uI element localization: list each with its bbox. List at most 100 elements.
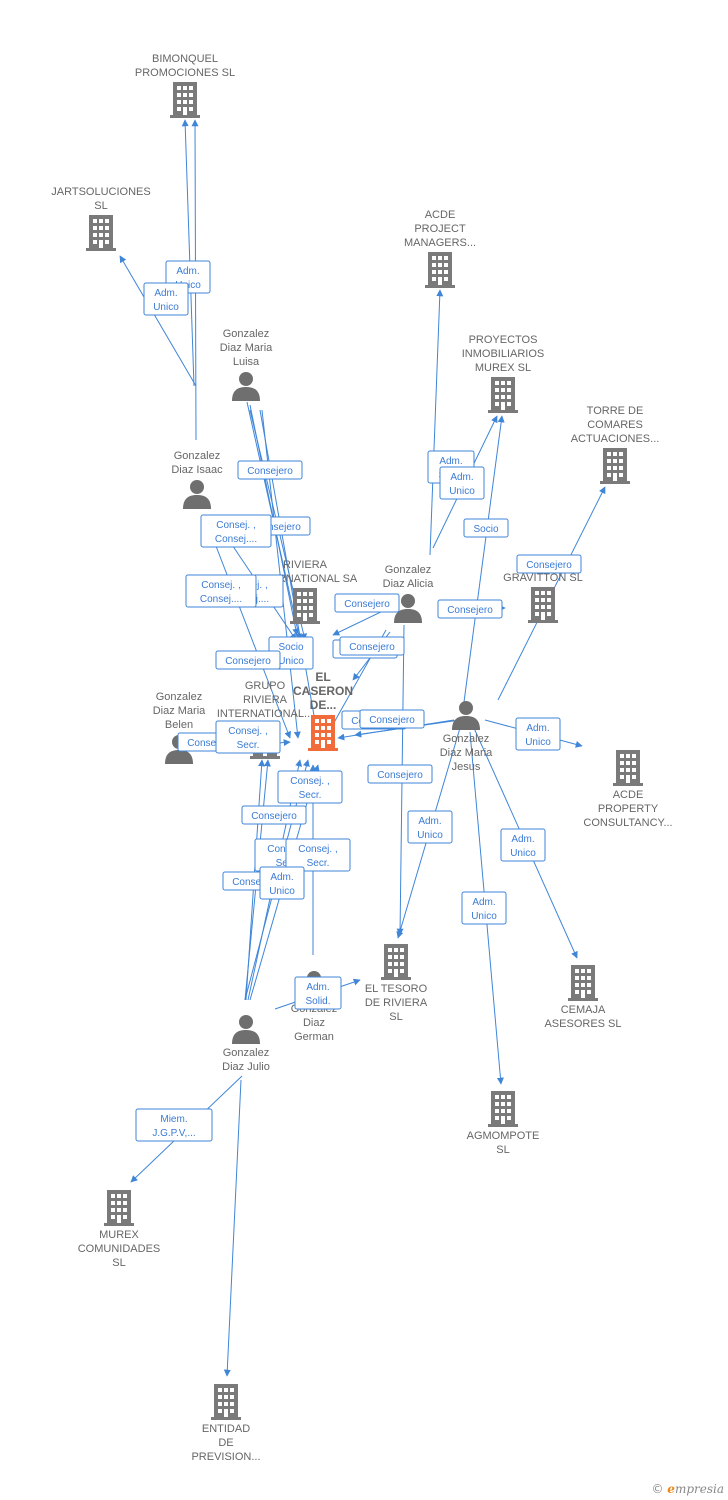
- node-label: PROJECT: [414, 223, 466, 235]
- relation-label-box: [285, 838, 351, 872]
- focus-company-node[interactable]: ELCASERONDE...: [293, 670, 353, 751]
- relation-label-text: Socio: [278, 642, 303, 653]
- relation-label[interactable]: Adm.Solid.: [294, 976, 342, 1010]
- relation-label[interactable]: Adm.Unico: [407, 810, 453, 844]
- relation-label-text: Consej. ,: [298, 844, 337, 855]
- relation-label-text: Consejero: [344, 599, 390, 610]
- relation-label[interactable]: Adm. Unico: [461, 891, 507, 925]
- relation-label[interactable]: Adm.Unico: [515, 717, 561, 751]
- relation-label-text: Solid.: [305, 996, 330, 1007]
- company-node[interactable]: ENTIDADDEPREVISION...: [191, 1384, 261, 1463]
- relation-label-box: [359, 709, 425, 729]
- relation-label[interactable]: Consejero: [339, 636, 405, 656]
- relation-label[interactable]: Consejero: [215, 650, 281, 670]
- relation-label[interactable]: Consejero: [437, 599, 503, 619]
- relation-labels-layer: Adm.UnicoAdm.UnicoConsejeroConsejeroCons…: [135, 260, 582, 1142]
- relation-label[interactable]: Consejero: [367, 764, 433, 784]
- node-label: INMOBILIARIOS: [462, 348, 545, 360]
- node-label: EL TESORO: [365, 983, 428, 995]
- node-label: EL: [315, 670, 330, 684]
- node-label: COMARES: [587, 419, 643, 431]
- relation-label-box: [516, 554, 582, 574]
- relation-label-box: [143, 282, 189, 316]
- relation-label-text: Unico: [471, 911, 497, 922]
- relation-label[interactable]: Adm. Unico: [500, 828, 546, 862]
- company-node[interactable]: ACDEPROJECTMANAGERS...: [404, 209, 476, 288]
- relation-label-box: [439, 466, 485, 500]
- company-node[interactable]: TORRE DECOMARESACTUACIONES...: [571, 405, 660, 484]
- node-label: Gonzalez: [385, 564, 431, 576]
- building-icon: [104, 1190, 134, 1226]
- relation-label[interactable]: Socio: [463, 518, 509, 538]
- empresia-watermark[interactable]: © empresia: [651, 1482, 724, 1496]
- building-icon: [308, 715, 338, 751]
- relation-label[interactable]: Consejero: [334, 593, 400, 613]
- relation-label-text: Unico: [510, 848, 536, 859]
- relation-edge: [332, 610, 384, 636]
- company-node[interactable]: ACDEPROPERTYCONSULTANCY...: [583, 750, 673, 829]
- relation-label-text: Adm.: [176, 266, 199, 277]
- relation-label-box: [200, 514, 272, 548]
- relation-label-text: Consej. ,: [228, 726, 267, 737]
- relation-label[interactable]: Consej. ,Secr.: [277, 770, 343, 804]
- relation-edge: [429, 289, 444, 556]
- relation-label-box: [185, 574, 257, 608]
- node-label: Gonzalez: [223, 1047, 269, 1059]
- node-label: German: [294, 1031, 334, 1043]
- relation-label-text: Adm.: [418, 816, 441, 827]
- relation-label-text: Adm.: [511, 834, 534, 845]
- relation-label[interactable]: Consej. ,Secr.: [285, 838, 351, 872]
- building-icon: [425, 252, 455, 288]
- relation-label[interactable]: Miem.J.G.P.V,...: [135, 1108, 213, 1142]
- node-label: SL: [112, 1257, 125, 1269]
- relation-label-text: Unico: [153, 302, 179, 313]
- node-label: Gonzalez: [443, 733, 489, 745]
- node-label: RIVIERA: [243, 694, 288, 706]
- relation-label[interactable]: Adm.Unico: [143, 282, 189, 316]
- relation-label[interactable]: Adm.Unico: [439, 466, 485, 500]
- relation-label[interactable]: Consejero: [516, 554, 582, 574]
- relation-label-text: Adm.: [472, 897, 495, 908]
- node-label: MANAGERS...: [404, 237, 476, 249]
- node-label: DE...: [310, 698, 337, 712]
- relation-label-box: [515, 717, 561, 751]
- relation-label[interactable]: Consejero: [241, 805, 307, 825]
- company-node[interactable]: GRUPORIVIERAINTERNATIONAL...: [217, 680, 313, 759]
- relation-label[interactable]: Consej. ,Consej....: [185, 574, 257, 608]
- relation-edge: [463, 415, 505, 703]
- node-label: DE: [218, 1437, 233, 1449]
- relation-label-text: Consejero: [447, 605, 493, 616]
- relation-label[interactable]: Consejero: [359, 709, 425, 729]
- node-label: ACTUACIONES...: [571, 433, 660, 445]
- relation-label[interactable]: Consej. ,Consej....: [200, 514, 272, 548]
- node-label: ENTIDAD: [202, 1423, 250, 1435]
- relation-label-box: [259, 866, 305, 900]
- relation-label-text: Consej....: [215, 534, 257, 545]
- node-label: PROMOCIONES SL: [135, 67, 235, 79]
- building-icon: [381, 944, 411, 980]
- node-label: Gonzalez: [174, 450, 220, 462]
- relation-label[interactable]: Consej. , Secr.: [215, 720, 281, 754]
- node-label: CONSULTANCY...: [583, 817, 672, 829]
- relation-label[interactable]: Adm.Unico: [259, 866, 305, 900]
- node-label: Diaz Maria: [153, 705, 206, 717]
- relation-label[interactable]: Consejero: [237, 460, 303, 480]
- relation-label-text: Secr.: [237, 740, 260, 751]
- company-node[interactable]: GRAVITTON SL: [503, 572, 583, 623]
- person-icon: [232, 1015, 260, 1044]
- node-label: PROYECTOS: [469, 334, 538, 346]
